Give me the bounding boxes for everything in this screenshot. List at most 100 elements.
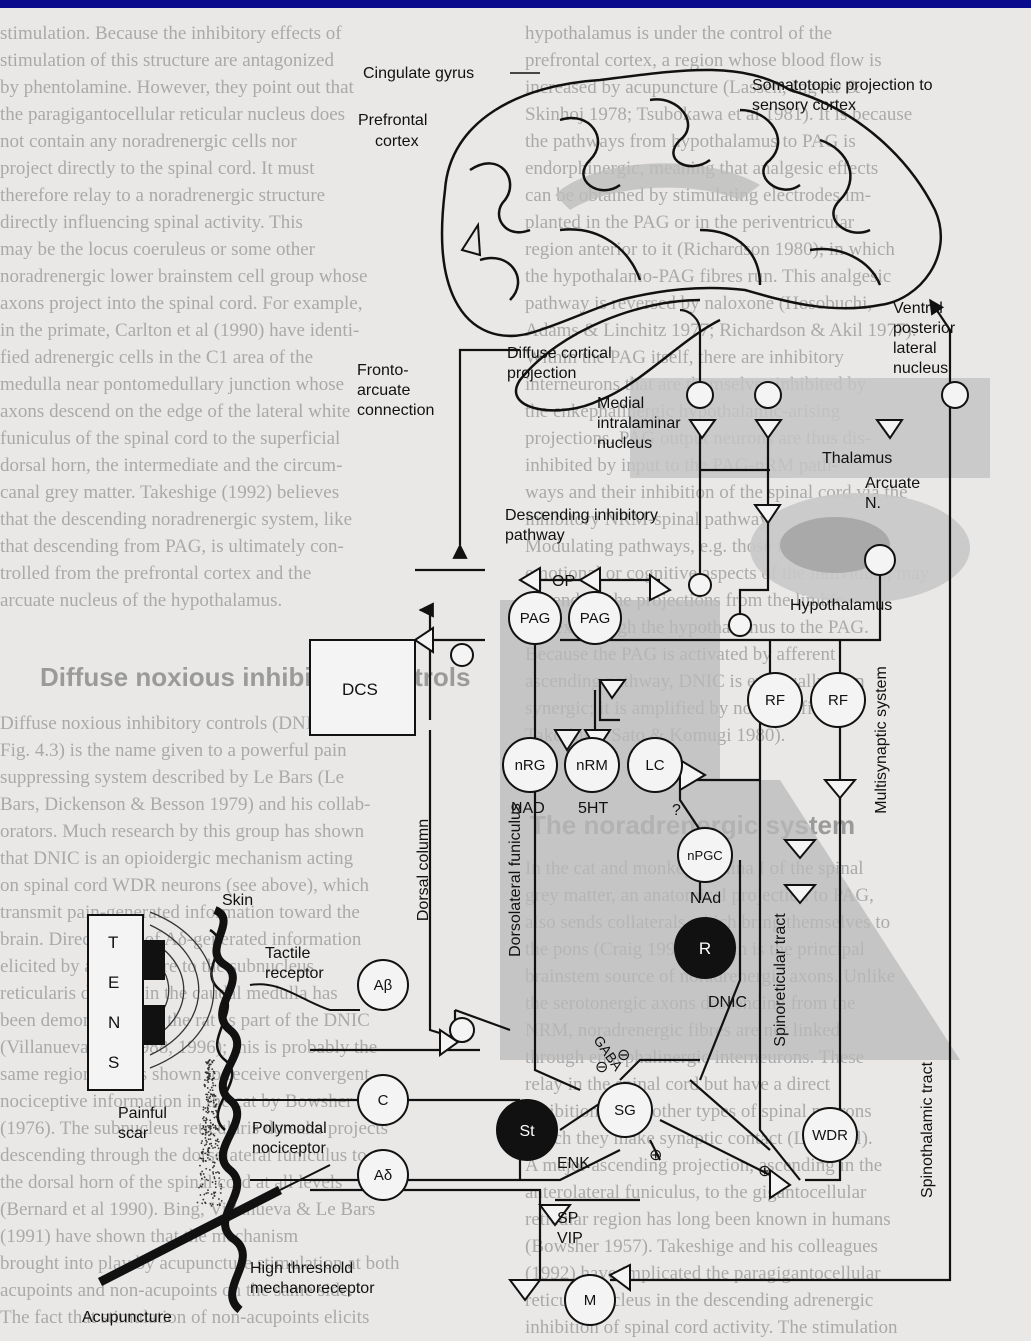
stipple-dot [198,1186,200,1189]
stipple-dot [203,1119,205,1122]
npgc-node [677,827,733,883]
stipple-dot [205,1128,207,1131]
stipple-dot [207,1189,209,1192]
nrg-node [502,737,558,793]
background-line: descending through the dorsolateral funi… [0,1145,367,1166]
enk-label: ENK [557,1155,590,1172]
stipple-dot [213,1191,215,1194]
lc-node [627,737,683,793]
tens-letter-t: T [108,933,118,952]
small-node-a [688,573,712,597]
stipple-dot [208,1097,211,1099]
background-line: relay in the spinal cord but have a dire… [525,1074,830,1095]
stipple-dot [204,1122,207,1124]
prefrontal-label-1: Prefrontal [358,112,427,129]
stipple-dot [218,1172,221,1174]
stipple-dot [210,1145,213,1147]
background-line: hypothalamus is under the control of the [525,23,833,44]
stipple-dot [209,1072,211,1075]
ventral-label-2: posterior [893,320,956,337]
thalamus-node-2 [754,381,782,409]
stipple-dot [202,1148,205,1151]
r-label: R [699,939,711,958]
pag-label-1: PAG [520,610,551,627]
stipple-dot [208,1059,211,1061]
stipple-dot [214,1084,217,1087]
stipple-dot [209,1158,211,1161]
sp-label: SP [557,1210,578,1227]
stipple-dot [211,1061,214,1064]
skin-inner [209,928,234,1131]
stipple-dot [202,1157,205,1160]
adelta-node [357,1149,409,1201]
background-line: acupoints and non-acupoints on the same … [0,1280,354,1301]
stipple-dot [219,1192,222,1194]
stipple-dot [214,1191,217,1194]
stipple-dot [220,1199,223,1202]
dnic-label: DNIC [708,994,747,1011]
tens-letter-n: N [108,1013,120,1032]
stipple-dot [205,1139,207,1142]
background-line: by phentolamine. However, they point out… [0,77,354,98]
tens-letter-e: E [108,973,119,992]
background-line: inhibition of spinal cord activity. The … [525,1317,898,1338]
stipple-dot [208,1074,211,1077]
background-line: trolled from the prefrontal cortex and t… [0,563,312,584]
stipple-dot [210,1086,213,1089]
stipple-dot [206,1087,209,1089]
multisynaptic-system-label: Multisynaptic system [873,666,890,814]
stipple-dot [202,1117,204,1120]
stipple-dot [207,1081,210,1083]
fronto-arcuate-label-2: arcuate [357,382,410,399]
vip-label: VIP [557,1230,583,1247]
stipple-dot [214,1139,217,1142]
stipple-dot [205,1192,208,1195]
background-line: stimulation. Because the inhibitory effe… [0,23,342,44]
background-line: may be the locus coeruleus or some other [0,239,315,260]
stipple-dot [212,1112,215,1115]
background-line: noradrenergic lower brainstem cell group… [0,266,368,287]
stipple-dot [212,1197,214,1199]
stipple-dot [209,1138,212,1140]
background-line: prefrontal cortex, a region whose blood … [525,50,882,71]
tactile-receptor-fiber [249,983,360,1011]
stipple-dot [214,1124,217,1127]
stipple-dot [213,1072,216,1075]
stipple-dot [201,1183,204,1186]
stipple-dot [204,1107,207,1110]
diffuse-cortical-label-2: projection [507,365,576,382]
background-line: brought into play by acupuncture stimula… [0,1253,400,1274]
wdr-label: WDR [812,1127,848,1144]
stipple-dot [204,1152,207,1155]
stipple-dot [210,1142,213,1145]
stipple-dot [208,1134,210,1137]
hypothalamus-label: Hypothalamus [790,597,892,614]
stipple-dot [213,1105,216,1108]
pag-label-2: PAG [580,610,611,627]
medial-intralaminar-label-2: intralaminar [597,415,681,432]
stipple-dot [204,1125,207,1128]
stipple-dot [211,1089,214,1092]
stipple-dot [208,1168,211,1171]
somatotopic-label-2: sensory cortex [752,97,856,114]
stipple-dot [210,1100,213,1103]
stipple-dot [212,1099,215,1102]
medial-intralaminar-label-3: nucleus [597,435,652,452]
stipple-dot [212,1166,214,1169]
stipple-dot [207,1076,210,1078]
stipple-dot [204,1137,207,1139]
background-line: the pathways from hypothalamus to PAG is [525,131,856,152]
stipple-dot [205,1110,208,1113]
cingulate-shading [555,163,760,210]
synapse-terminals [413,419,904,1302]
abeta-label: Aβ [374,977,393,994]
stipple-dot [215,1115,218,1118]
background-line: Fig. 4.3) is the name given to a powerfu… [0,740,347,761]
background-line: funiculus of the spinal cord to the supe… [0,428,341,449]
abeta-node [357,959,409,1011]
thalamus-node-3 [941,381,969,409]
stipple-dot [213,1194,216,1197]
spinothalamic-tract-label: Spinothalamic tract [919,1061,936,1198]
cingulate-gyrus-label: Cingulate gyrus [363,65,474,82]
